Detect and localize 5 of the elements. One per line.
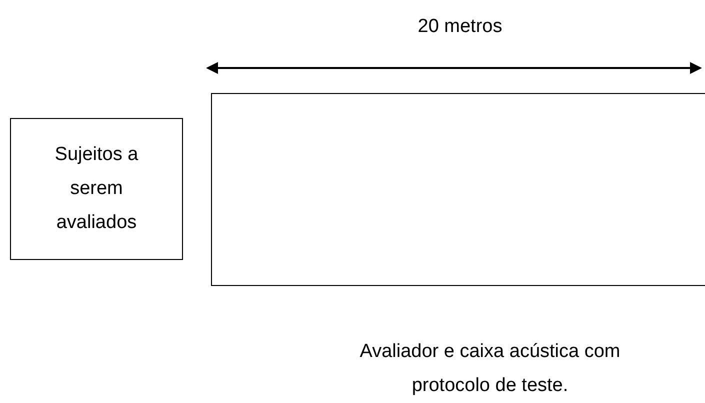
caption-text: Avaliador e caixa acústica com protocolo de teste. (358, 340, 622, 398)
box-label: Sujeitos a serem avaliados (54, 143, 140, 235)
empty-rectangle (211, 93, 705, 286)
dimension-label: 20 metros (416, 15, 504, 39)
process-box (10, 118, 183, 260)
